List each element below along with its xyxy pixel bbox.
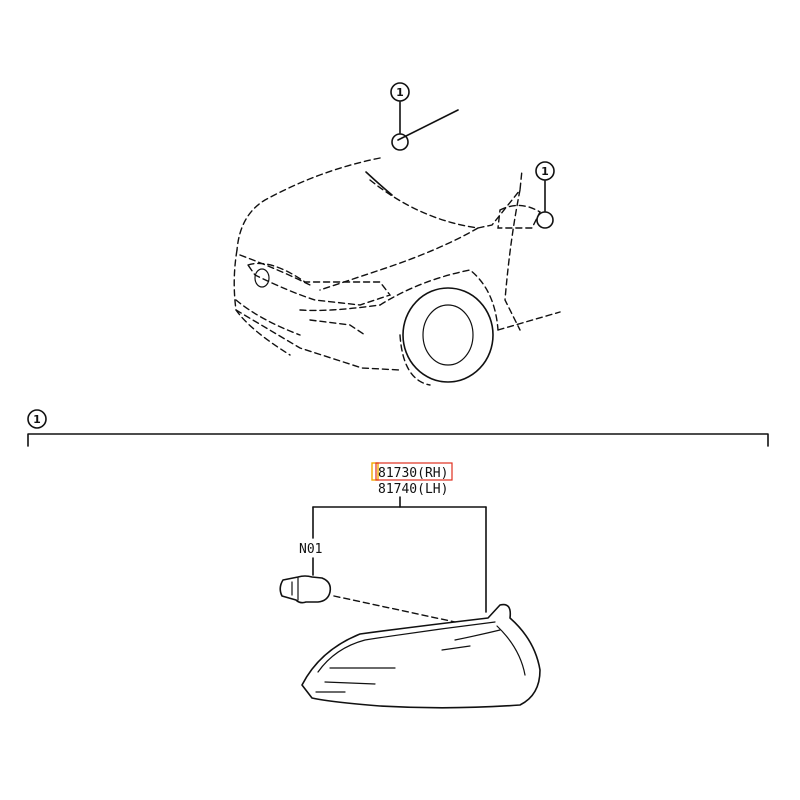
callout-1-fender: 1 [535, 161, 555, 229]
callout-number: 1 [541, 165, 549, 178]
highlight-marker [371, 462, 379, 481]
section-header: 1 [27, 409, 769, 447]
lamp-housing-illustration [301, 603, 541, 709]
part-labels: 81730(RH) 81740(LH) N01 [299, 462, 453, 557]
bulb-illustration [279, 575, 456, 623]
callout-number-circle [390, 82, 410, 102]
callout-number: 1 [396, 86, 404, 99]
part-number-rh[interactable]: 81730(RH) [378, 466, 448, 481]
part-marker-circle [391, 133, 409, 151]
part-number-highlight [375, 462, 453, 481]
part-leader-lines [312, 496, 487, 613]
part-number-lh[interactable]: 81740(LH) [378, 482, 448, 497]
callout-number-circle [535, 161, 555, 181]
bulb-part-number[interactable]: N01 [299, 542, 322, 557]
part-marker-circle [536, 211, 554, 229]
section-bracket [27, 433, 769, 447]
callout-1-windshield: 1 [390, 82, 410, 151]
section-callout-circle [27, 409, 47, 429]
section-callout-number: 1 [33, 413, 41, 426]
vehicle-front-illustration [233, 109, 561, 386]
